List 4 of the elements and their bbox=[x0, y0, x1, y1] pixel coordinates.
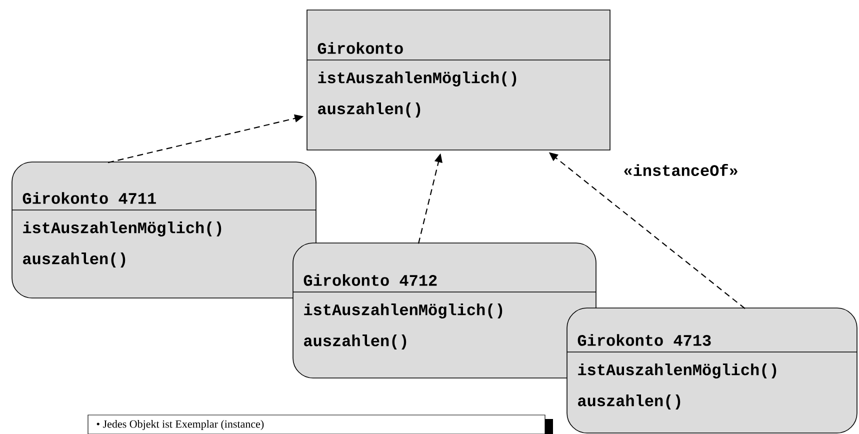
note-box: • Jedes Objekt ist Exemplar (instance) bbox=[88, 414, 553, 434]
object-box: Girokonto 4713 istAuszahlenMöglich() auszahlen() bbox=[566, 308, 858, 434]
stereotype-label: «instanceOf» bbox=[624, 164, 738, 176]
class-box: Girokonto istAuszahlenMöglich() auszahlen() bbox=[306, 10, 610, 150]
